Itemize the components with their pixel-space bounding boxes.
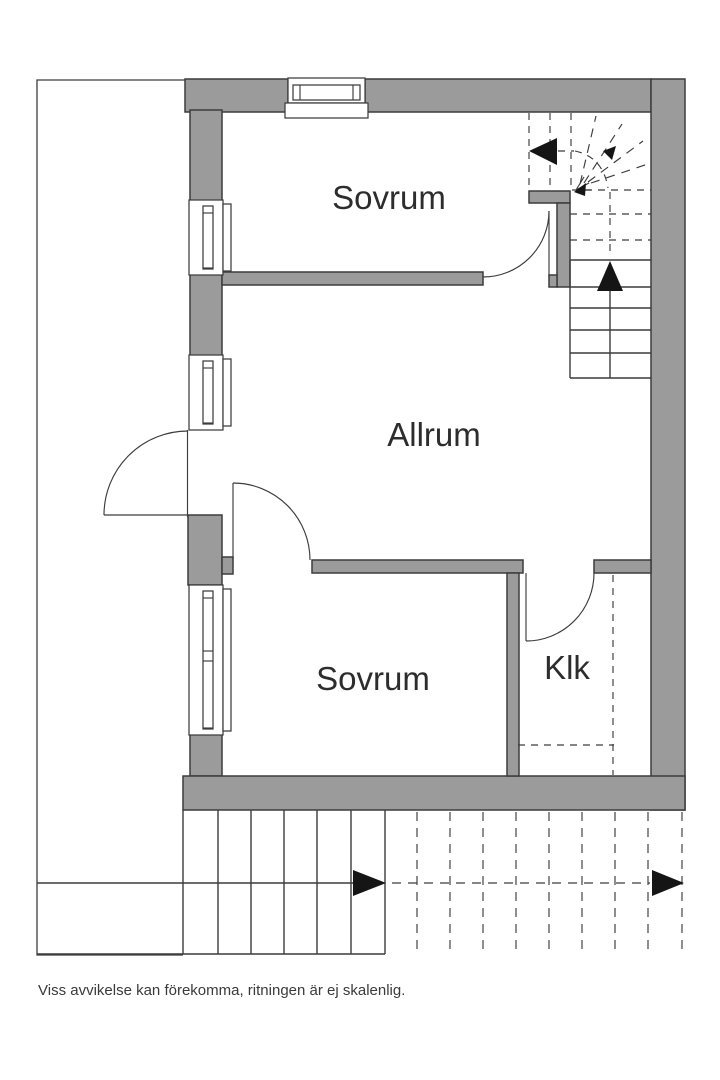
window-top bbox=[284, 77, 369, 119]
up-arrow bbox=[597, 261, 623, 291]
wall-left-upper bbox=[189, 109, 223, 203]
staircase-interior bbox=[528, 113, 652, 379]
window-left-lower bbox=[188, 584, 232, 736]
right-arrow-dashed bbox=[652, 870, 684, 896]
room-label-klk: Klk bbox=[544, 649, 590, 686]
wall-sovrum-klk-divider bbox=[506, 572, 520, 777]
wall-sovrum-upper-south bbox=[221, 271, 484, 286]
wall-left-lower bbox=[189, 733, 223, 777]
room-label-sovrum-lower: Sovrum bbox=[316, 660, 430, 697]
wall-entrance-tab bbox=[221, 556, 234, 575]
door-sovrum-upper bbox=[482, 210, 550, 278]
wall-stair-foot bbox=[548, 274, 558, 288]
klk-dashed-lines bbox=[518, 575, 614, 775]
disclaimer-text: Viss avvikelse kan förekomma, ritningen … bbox=[38, 982, 405, 999]
fan-arrow bbox=[574, 183, 586, 196]
diagonal-arrow bbox=[603, 146, 616, 160]
walls bbox=[182, 78, 686, 811]
wall-top-right bbox=[364, 78, 652, 113]
door-entrance bbox=[103, 430, 189, 517]
wall-left-mid bbox=[189, 272, 223, 357]
wall-stair-horizontal bbox=[528, 190, 571, 204]
room-label-allrum: Allrum bbox=[387, 416, 481, 453]
wall-bottom bbox=[182, 775, 686, 811]
left-arrow bbox=[529, 138, 557, 165]
door-sovrum-lower bbox=[232, 482, 311, 561]
wall-klk-north bbox=[593, 559, 652, 574]
window-left-mid bbox=[188, 354, 232, 431]
wall-top-left bbox=[184, 78, 289, 113]
wall-allrum-south bbox=[311, 559, 524, 574]
wall-stair-vertical bbox=[556, 202, 571, 288]
right-arrow-solid bbox=[353, 870, 386, 896]
wall-right bbox=[650, 78, 686, 811]
door-klk bbox=[525, 572, 595, 642]
wall-entrance-pier bbox=[187, 514, 223, 586]
plot-boundary bbox=[36, 79, 186, 956]
window-left-upper bbox=[188, 199, 232, 276]
room-label-sovrum-upper: Sovrum bbox=[332, 179, 446, 216]
staircase-exterior bbox=[37, 810, 684, 955]
